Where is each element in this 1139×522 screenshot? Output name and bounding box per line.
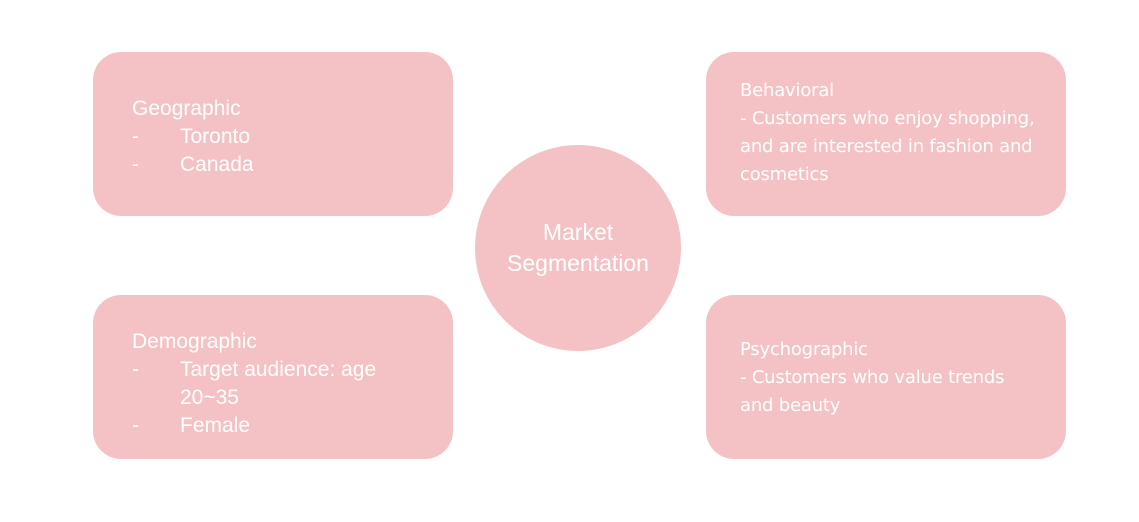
demographic-item-text: Female xyxy=(180,414,251,437)
psychographic-text-line: and beauty xyxy=(740,395,841,416)
behavioral-title: Behavioral xyxy=(740,80,834,101)
geographic-item-text: Canada xyxy=(180,153,254,176)
center-label-line: Segmentation xyxy=(507,250,649,276)
psychographic-text-line: - Customers who value trends xyxy=(740,367,1005,388)
geographic-item: - Toronto xyxy=(132,123,453,151)
geographic-title: Geographic xyxy=(132,97,241,120)
psychographic-box: Psychographic - Customers who value tren… xyxy=(706,295,1066,459)
demographic-item: - Target audience: age 20~35 xyxy=(132,356,453,412)
geographic-item-text: Toronto xyxy=(180,125,251,148)
bullet-dash: - xyxy=(132,125,139,148)
demographic-item-text: Target audience: age 20~35 xyxy=(180,358,377,409)
center-label-line: Market xyxy=(542,219,614,245)
geographic-item: - Canada xyxy=(132,151,453,179)
bullet-dash: - xyxy=(132,414,139,437)
behavioral-text-line: and are interested in fashion and xyxy=(740,136,1033,157)
market-segmentation-circle: Market Segmentation xyxy=(475,145,681,351)
demographic-title: Demographic xyxy=(132,330,257,353)
bullet-dash: - xyxy=(132,358,139,381)
behavioral-box: Behavioral - Customers who enjoy shoppin… xyxy=(706,52,1066,216)
psychographic-title: Psychographic xyxy=(740,339,868,360)
bullet-dash: - xyxy=(132,153,139,176)
behavioral-text-line: - Customers who enjoy shopping, xyxy=(740,108,1035,129)
demographic-item: - Female xyxy=(132,412,453,440)
geographic-box: Geographic - Toronto - Canada xyxy=(93,52,453,216)
demographic-box: Demographic - Target audience: age 20~35… xyxy=(93,295,453,459)
behavioral-text-line: cosmetics xyxy=(740,164,829,185)
